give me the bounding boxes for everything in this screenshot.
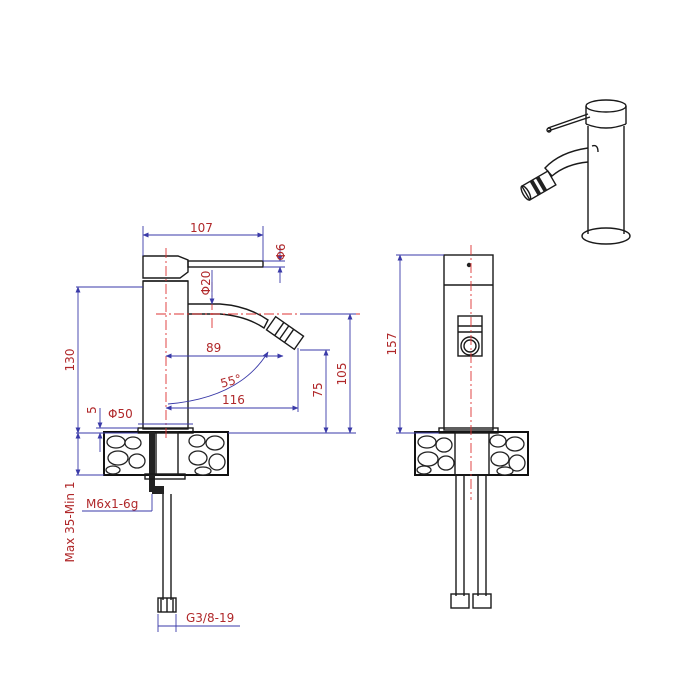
dim-outlet-height: 75: [311, 382, 325, 397]
deck-stones: [105, 434, 226, 476]
spout-head: [265, 315, 305, 351]
lever-rod: [187, 260, 264, 268]
side-view: 157: [385, 245, 529, 609]
dim-inner-reach: 89: [206, 341, 221, 355]
side-deck-stones: [416, 434, 526, 476]
dim-stud-thread: M6x1-6g: [86, 497, 138, 511]
perspective-view: [520, 99, 631, 245]
dim-swivel-reach: 116: [222, 393, 245, 407]
dim-total-height: 130: [63, 349, 77, 372]
side-body: [443, 254, 494, 431]
dim-angle: 55°: [219, 372, 243, 391]
handle-body: [142, 255, 189, 279]
dim-base-thickness: 5: [85, 406, 99, 414]
mounting-stud: [149, 432, 155, 492]
front-view: 107 Φ6 Φ20 130 89 55° 116 75 105: [63, 221, 360, 632]
dim-body-dia: Φ20: [199, 271, 213, 296]
dim-lever-dia: Φ6: [274, 243, 288, 260]
side-spout-head: [457, 315, 483, 357]
dim-base-dia: Φ50: [108, 407, 133, 421]
dim-height-105: 105: [335, 363, 349, 386]
dim-hose-thread: G3/8-19: [186, 611, 234, 625]
dim-deck-thickness: Max 35-Min 1: [63, 482, 77, 563]
dim-side-height: 157: [385, 333, 399, 356]
spout: [188, 303, 269, 330]
faucet-body: [142, 280, 189, 430]
dim-spout-reach: 107: [190, 221, 213, 235]
